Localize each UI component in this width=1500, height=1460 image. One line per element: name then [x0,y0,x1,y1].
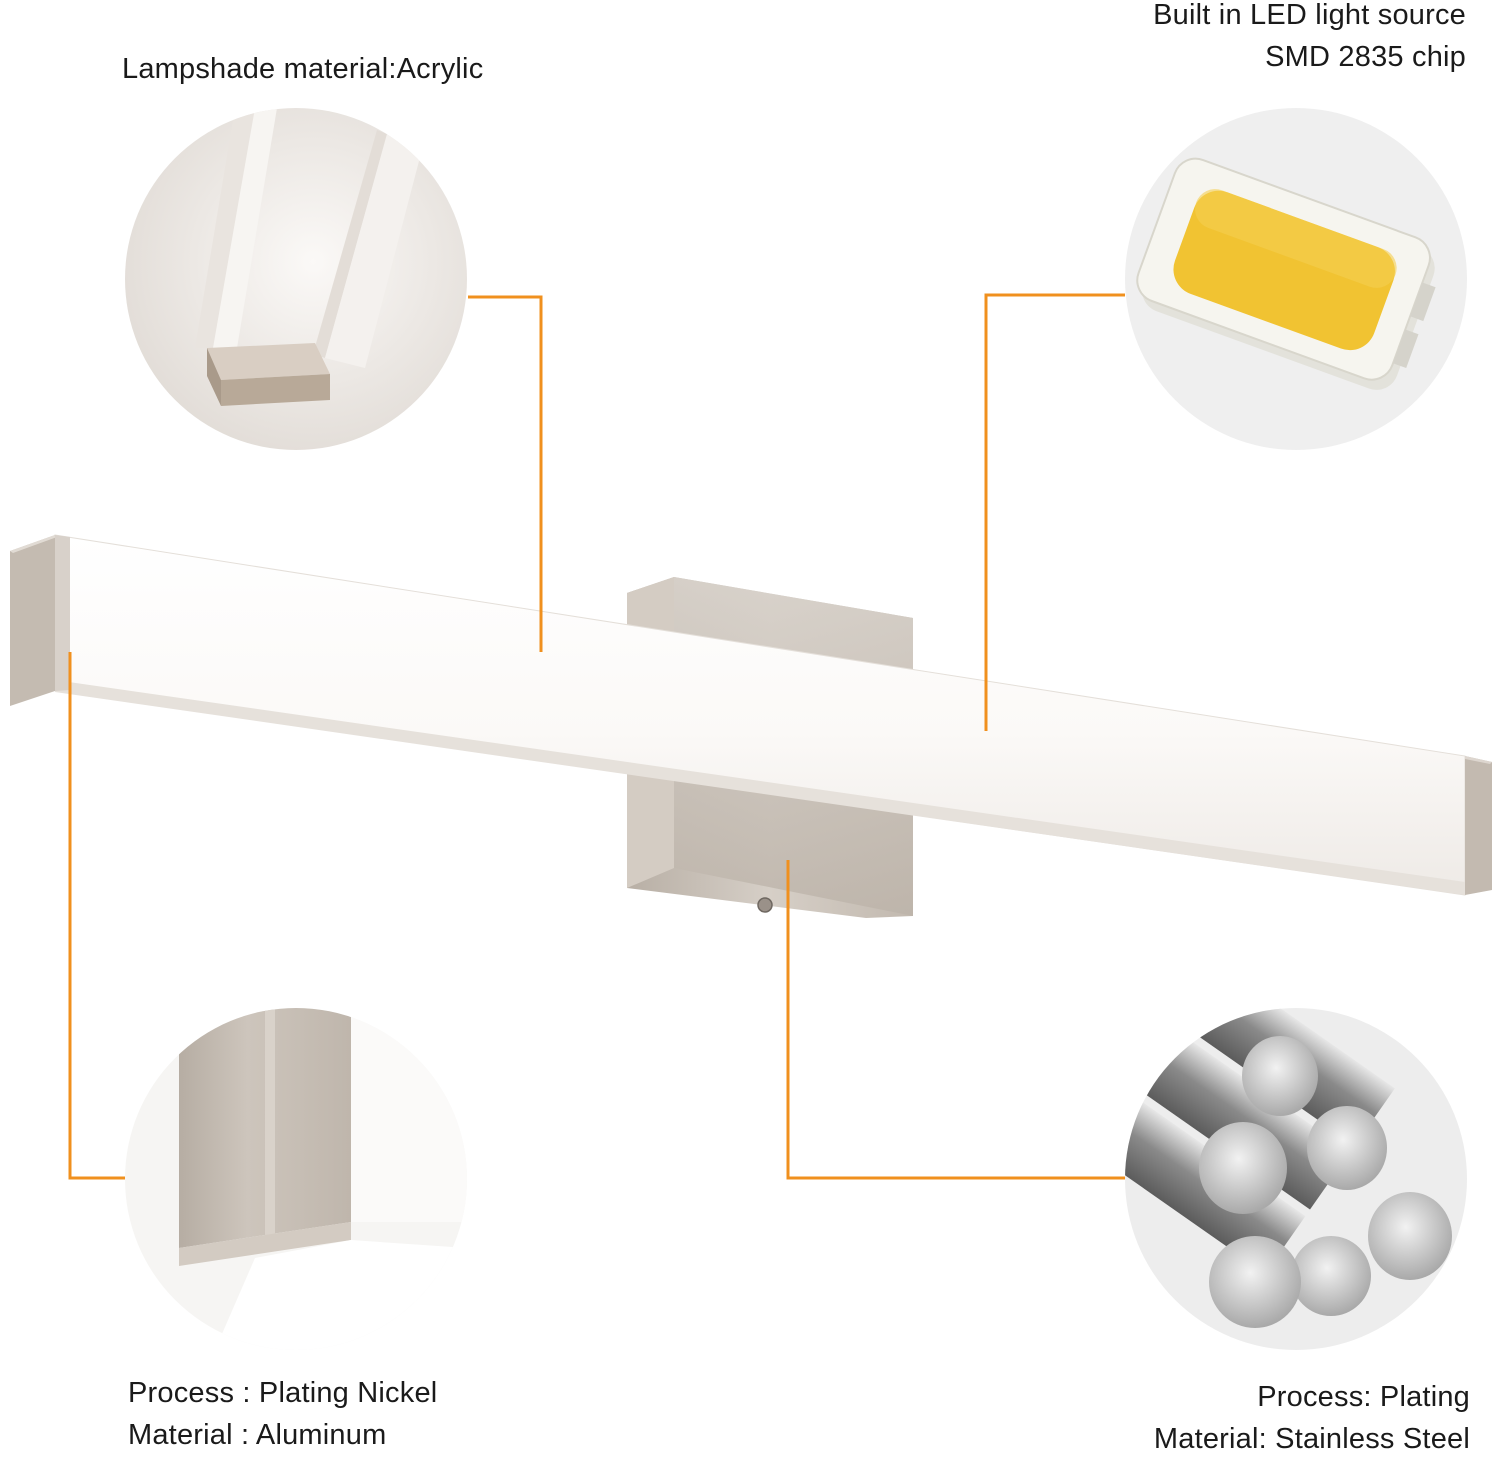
end-cap-process-text: Process : Plating Nickel [128,1377,438,1409]
left-end-cap [10,535,70,706]
leader-line-backplate [786,860,1125,1180]
leader-line-lampshade [468,295,543,652]
leader-line-led [984,293,1125,731]
backplate-material-text: Material: Stainless Steel [1153,1423,1470,1456]
led-chip-text: SMD 2835 chip [1265,41,1466,74]
leader-lines [68,293,1125,1180]
steel-rods-icon [1125,1008,1467,1350]
backplate-process-text: Process: Plating [1257,1381,1470,1413]
backplate-callout: Process: Plating Material: Stainless Ste… [1154,1376,1470,1460]
aluminum-end-cap-detail-icon [125,1008,467,1350]
lampshade-material-text: Lampshade material:Acrylic [122,53,484,85]
lampshade-callout: Lampshade material:Acrylic [122,48,483,90]
right-end-cap [1465,756,1492,895]
end-cap-material-text: Material : Aluminum [128,1419,387,1452]
led-chip-icon [1125,108,1467,450]
end-cap-callout: Process : Plating Nickel Material : Alum… [128,1372,437,1456]
acrylic-shade-detail-icon [125,108,467,450]
led-source-text: Built in LED light source [1153,0,1466,31]
led-callout: Built in LED light source SMD 2835 chip [1153,0,1466,78]
mounting-screw [757,897,773,913]
leader-line-end-cap [68,652,125,1180]
